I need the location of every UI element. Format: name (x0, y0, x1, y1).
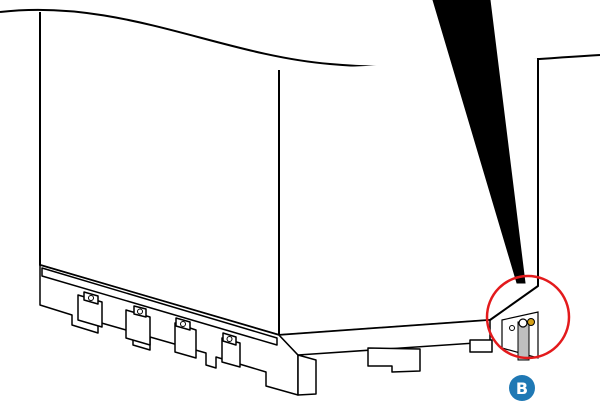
callout-badge: B (509, 375, 535, 401)
callout-badge-circle (509, 375, 535, 401)
pallet-bolts (88, 295, 233, 342)
callout-pointer (432, 0, 526, 284)
callout-label: B (516, 379, 528, 398)
highlight-circle (485, 274, 571, 360)
pallet-base-side (278, 319, 493, 396)
pallet-base-front (39, 264, 299, 396)
